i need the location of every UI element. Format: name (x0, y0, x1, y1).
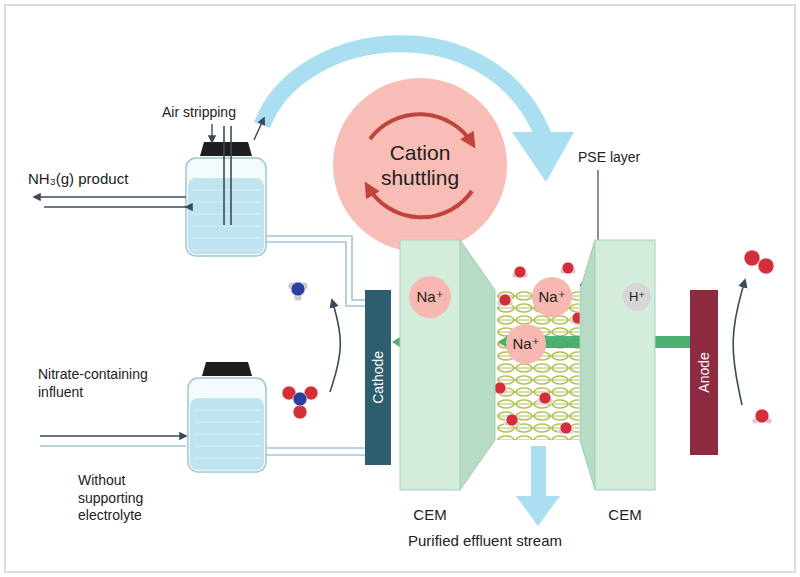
pipe (266, 236, 365, 300)
anode-electrode: Anode (690, 290, 718, 455)
membrane: CEM Na⁺ (395, 240, 495, 530)
electrode-bar (365, 290, 391, 465)
ion-circle: Na⁺ (408, 275, 452, 319)
effluent-arrow (516, 446, 560, 526)
circle-outline (333, 78, 507, 252)
air-pipe (230, 126, 232, 225)
membrane: CEM H⁺ (580, 240, 660, 530)
atom (506, 414, 518, 426)
node-text: Cathode (370, 351, 387, 404)
influent-arrow (40, 435, 186, 436)
node-text: Na⁺ (408, 288, 452, 306)
text-label: Without supporting electrolyte (78, 472, 174, 525)
membrane-face (595, 240, 655, 490)
node-text: CEM (595, 506, 655, 524)
atom (293, 392, 307, 406)
influent-vessel (188, 362, 266, 472)
membrane-side (580, 240, 595, 490)
recirculation-arrowhead (512, 132, 574, 182)
atom (539, 392, 551, 404)
gas-outlet-arrow (254, 118, 264, 140)
product-arrow (34, 196, 186, 197)
atom (562, 262, 574, 274)
atom (291, 282, 305, 296)
ion-circle: Na⁺ (505, 323, 547, 365)
electrode-bar (690, 290, 718, 455)
illustration-parts (34, 44, 774, 526)
atom (293, 405, 307, 419)
membrane-face (400, 240, 460, 490)
label-text: Air stripping (162, 104, 236, 120)
process-circle: Cation shuttling (332, 77, 508, 253)
cycle-arrow (368, 187, 472, 217)
oxidation-arrow (733, 280, 745, 405)
pipe (266, 447, 365, 449)
circle-outline (409, 276, 451, 318)
node-shape (332, 77, 508, 253)
atom (744, 250, 760, 266)
air-inlet-arrow (211, 124, 212, 142)
ion-circle: H⁺ (622, 282, 652, 312)
atom (560, 422, 572, 434)
ion-circle: Na⁺ (531, 276, 573, 318)
atom (758, 258, 774, 274)
node-text: Cation shuttling (355, 140, 485, 190)
cathode-electrode: Cathode (365, 290, 391, 465)
atom (514, 266, 526, 278)
text-label: NH₃(g) product (28, 170, 178, 189)
conversion-arrow (330, 300, 340, 392)
text-label: PSE layer (578, 149, 668, 167)
pipe (266, 242, 365, 306)
influent-line (40, 445, 186, 446)
membrane-side (460, 240, 495, 490)
atom (499, 294, 511, 306)
text-label: Nitrate-containing influent (38, 366, 178, 401)
node-text: Anode (696, 352, 713, 392)
node-shape (580, 240, 660, 530)
label-text: PSE layer (578, 149, 640, 165)
frame (5, 5, 795, 572)
product-line (44, 206, 186, 207)
cycle-arrow (370, 114, 472, 143)
text-label: Air stripping (162, 104, 272, 122)
label-text: Purified effluent stream (408, 532, 562, 549)
node-text: CEM (400, 506, 460, 524)
text-label: Purified effluent stream (408, 532, 608, 551)
circle-outline (623, 283, 651, 311)
node-text: Na⁺ (531, 288, 573, 306)
stripping-vessel (186, 142, 266, 256)
atom (494, 382, 506, 394)
node-text: H⁺ (622, 289, 652, 305)
label-text: Nitrate-containing influent (38, 366, 148, 400)
atom (755, 409, 769, 423)
pipe (266, 454, 365, 456)
circle-outline (506, 324, 546, 364)
label-text: NH₃(g) product (28, 170, 128, 187)
air-pipe (223, 126, 225, 225)
label-text: Without supporting electrolyte (78, 472, 143, 523)
pse-layer (497, 290, 579, 440)
node-text: Na⁺ (505, 335, 547, 353)
circle-outline (532, 277, 572, 317)
